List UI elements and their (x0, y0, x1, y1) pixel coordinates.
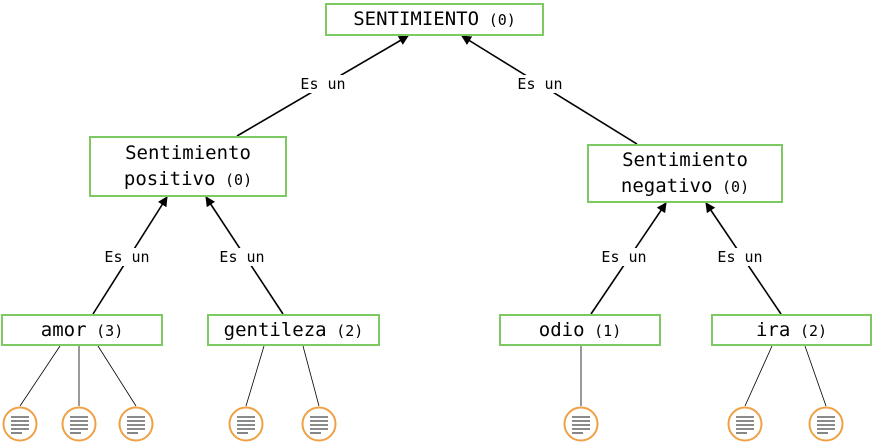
doc-link (245, 345, 265, 407)
document-icon (727, 406, 763, 442)
node-odio[interactable]: odio (1) (499, 314, 661, 346)
node-negative[interactable]: Sentimiento negativo (0) (587, 144, 783, 203)
node-ira[interactable]: ira (2) (711, 314, 872, 346)
node-negative-count: (0) (722, 178, 750, 196)
node-positive-label-line1: Sentimiento (125, 142, 251, 164)
edge-label-negative-root: Es un (515, 75, 565, 93)
document-icon (2, 406, 38, 442)
node-odio-label: odio (538, 318, 585, 341)
doc-link (804, 345, 827, 407)
node-amor[interactable]: amor (3) (1, 314, 163, 346)
doc-link (302, 345, 320, 407)
node-ira-label: ira (755, 318, 791, 341)
node-positive-label-line2: positivo (123, 168, 216, 190)
doc-link (744, 345, 773, 407)
node-root-count: (0) (488, 11, 516, 29)
node-gentileza[interactable]: gentileza (2) (207, 314, 380, 346)
document-icon (301, 406, 337, 442)
document-icon (563, 406, 599, 442)
document-icon (118, 406, 154, 442)
document-icon (228, 406, 264, 442)
node-root[interactable]: SENTIMIENTO (0) (325, 3, 544, 36)
node-amor-count: (3) (96, 321, 124, 340)
node-root-label: SENTIMIENTO (353, 8, 480, 30)
node-ira-count: (2) (799, 321, 828, 340)
node-odio-count: (1) (594, 321, 622, 340)
edge-label-gentileza-positive: Es un (217, 248, 267, 266)
edge-label-odio-negative: Es un (599, 248, 649, 266)
doc-link (19, 345, 61, 407)
edge-label-ira-negative: Es un (715, 248, 765, 266)
document-icon (808, 406, 844, 442)
node-amor-label: amor (40, 318, 87, 341)
document-icon (61, 406, 97, 442)
edge-label-positive-root: Es un (298, 75, 348, 93)
doc-link (97, 345, 137, 407)
node-positive-count: (0) (225, 171, 253, 189)
node-positive[interactable]: Sentimiento positivo (0) (89, 136, 287, 197)
node-negative-label-line2: negativo (620, 175, 713, 197)
node-gentileza-count: (2) (336, 321, 364, 340)
edge-label-amor-positive: Es un (102, 248, 152, 266)
node-gentileza-label: gentileza (223, 318, 327, 341)
node-negative-label-line1: Sentimiento (622, 149, 748, 171)
